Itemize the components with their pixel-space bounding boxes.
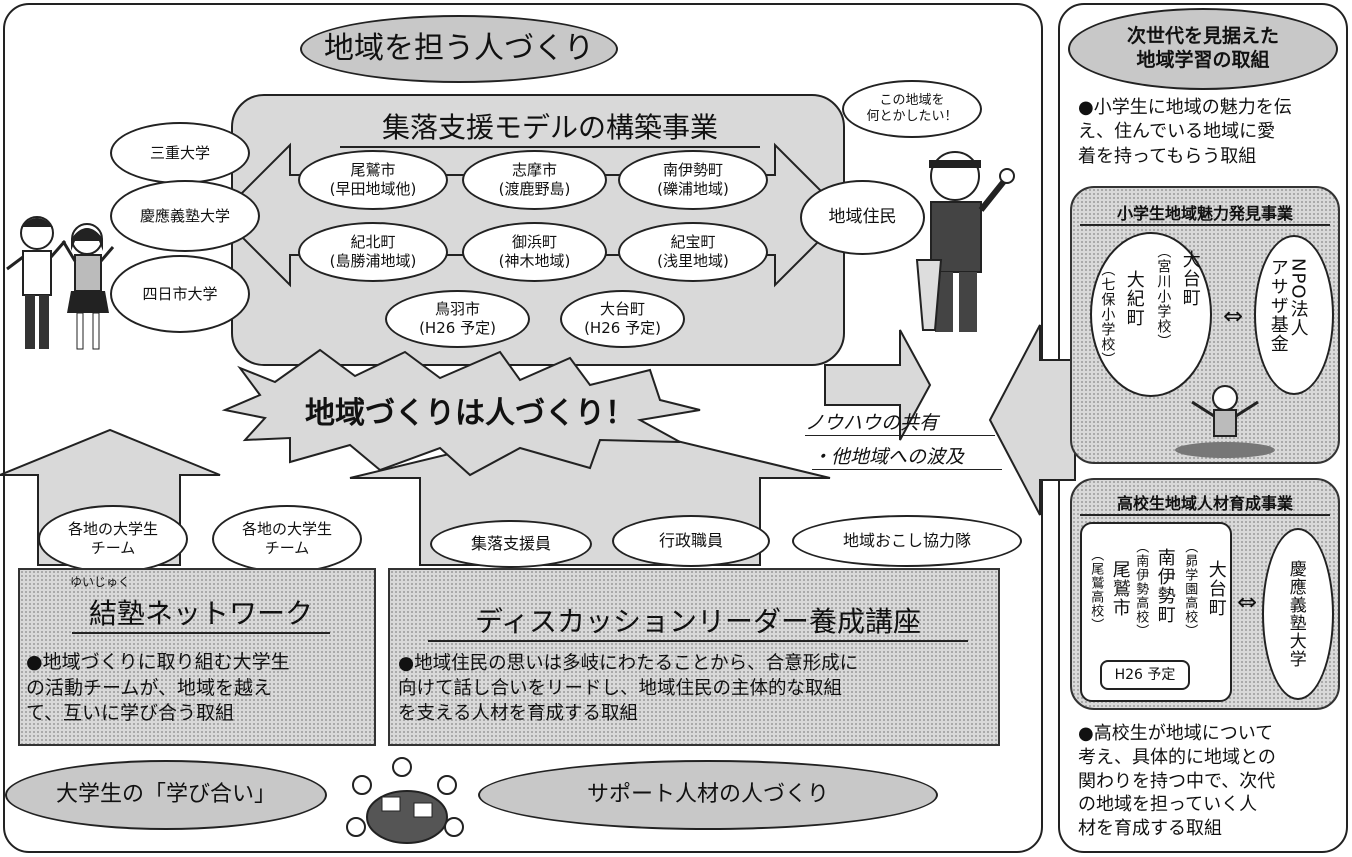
highschool-arrow: ⇔ <box>1236 588 1258 616</box>
elementary-col1-sub: （宮川小学校） <box>1155 244 1172 349</box>
university-mie: 三重大学 <box>110 122 250 184</box>
municipality-odai: 大台町 (H26 予定) <box>560 290 685 348</box>
yuijuku-body: ●地域づくりに取り組む大学生 の活動チームが、地域を越え て、互いに学び合う取組 <box>26 651 290 725</box>
elementary-title: 小学生地域魅力発見事業 <box>1080 200 1330 226</box>
municipality-mihama: 御浜町 (神木地域) <box>462 222 607 282</box>
elementary-arrow: ⇔ <box>1222 302 1244 330</box>
support-role-shuraku: 集落支援員 <box>430 520 592 568</box>
municipality-kihoku: 紀北町 (島勝浦地域) <box>298 222 448 282</box>
discussion-illustration <box>346 757 464 844</box>
highschool-partner-oval <box>1262 528 1334 700</box>
link-arrow <box>988 324 1076 516</box>
elementary-col2-main: 大紀町 <box>1123 270 1145 327</box>
municipality-owase: 尾鷲市 (早田地域他) <box>298 150 448 210</box>
residents-oval: 地域住民 <box>800 180 925 255</box>
municipality-toba: 鳥羽市 (H26 予定) <box>385 290 530 348</box>
highschool-col2-main: 南伊勢町 <box>1154 548 1176 624</box>
discussion-box <box>388 568 1000 746</box>
header-oval: 地域を担う人づくり <box>300 15 618 83</box>
right-intro-text: ●小学生に地域の魅力を伝 え、住んでいる地域に愛 着を持ってもらう取組 <box>1078 97 1292 167</box>
knowhow-line2: ・他地域への波及 <box>812 442 1002 470</box>
slogan-starburst <box>221 348 701 477</box>
elementary-col1-main: 大台町 <box>1179 250 1201 307</box>
elementary-partner-oval <box>1254 235 1334 395</box>
right-outro-text: ●高校生が地域について 考え、具体的に地域との 関わりを持つ中で、次代 の地域を… <box>1078 723 1276 839</box>
discussion-title: ディスカッションリーダー養成講座 <box>428 600 968 642</box>
elementary-partner: NPO法人 アサザ基金 <box>1267 258 1309 353</box>
support-role-gyosei: 行政職員 <box>612 515 770 567</box>
students-illustration <box>6 216 115 350</box>
highschool-col1-main: 大台町 <box>1205 560 1227 617</box>
municipality-kiho: 紀宝町 (浅里地域) <box>618 222 768 282</box>
bottom-oval-support: サポート人材の人づくり <box>478 760 938 830</box>
center-slogan: 地域づくりは人づくり！ <box>305 396 635 431</box>
yuijuku-title: 結塾ネットワーク <box>72 592 330 634</box>
highschool-col1-sub: （昴学園高校） <box>1182 540 1198 638</box>
highschool-partner: 慶應義塾大学 <box>1285 560 1306 668</box>
university-yokkaichi: 四日市大学 <box>110 255 250 333</box>
municipality-shima: 志摩市 (渡鹿野島) <box>462 150 607 210</box>
right-header-oval: 次世代を見据えた 地域学習の取組 <box>1068 8 1338 90</box>
resident-illustration <box>915 151 1015 332</box>
municipality-minamiise: 南伊勢町 (礫浦地域) <box>618 150 768 210</box>
residents-speech-bubble: この地域を 何とかしたい！ <box>842 80 982 138</box>
highschool-col2-sub: （南伊勢高校） <box>1133 540 1149 638</box>
child-illustration <box>1175 385 1275 458</box>
elementary-col2-sub: （七保小学校） <box>1099 262 1116 367</box>
support-role-kyoryokutai: 地域おこし協力隊 <box>792 515 1022 567</box>
highschool-col3-main: 尾鷲市 <box>1109 560 1131 617</box>
model-title: 集落支援モデルの構築事業 <box>340 106 760 148</box>
highschool-title: 高校生地域人材育成事業 <box>1080 490 1330 516</box>
student-team-oval-2: 各地の大学生 チーム <box>212 505 362 573</box>
bottom-oval-students: 大学生の「学び合い」 <box>5 760 327 830</box>
highschool-col3-sub: （尾鷲高校） <box>1088 548 1104 632</box>
university-keio: 慶應義塾大学 <box>110 180 260 252</box>
student-team-oval-1: 各地の大学生 チーム <box>38 505 188 573</box>
highschool-note: H26 予定 <box>1100 660 1190 690</box>
discussion-body: ●地域住民の思いは多岐にわたることから、合意形成に 向けて話し合いをリードし、地… <box>398 653 859 724</box>
yuijuku-box <box>18 568 376 746</box>
elementary-schools-oval <box>1090 232 1212 397</box>
knowhow-line1: ノウハウの共有 <box>805 408 995 436</box>
yuijuku-ruby: ゆいじゅく <box>70 575 131 589</box>
knowhow-arrow <box>824 329 932 441</box>
